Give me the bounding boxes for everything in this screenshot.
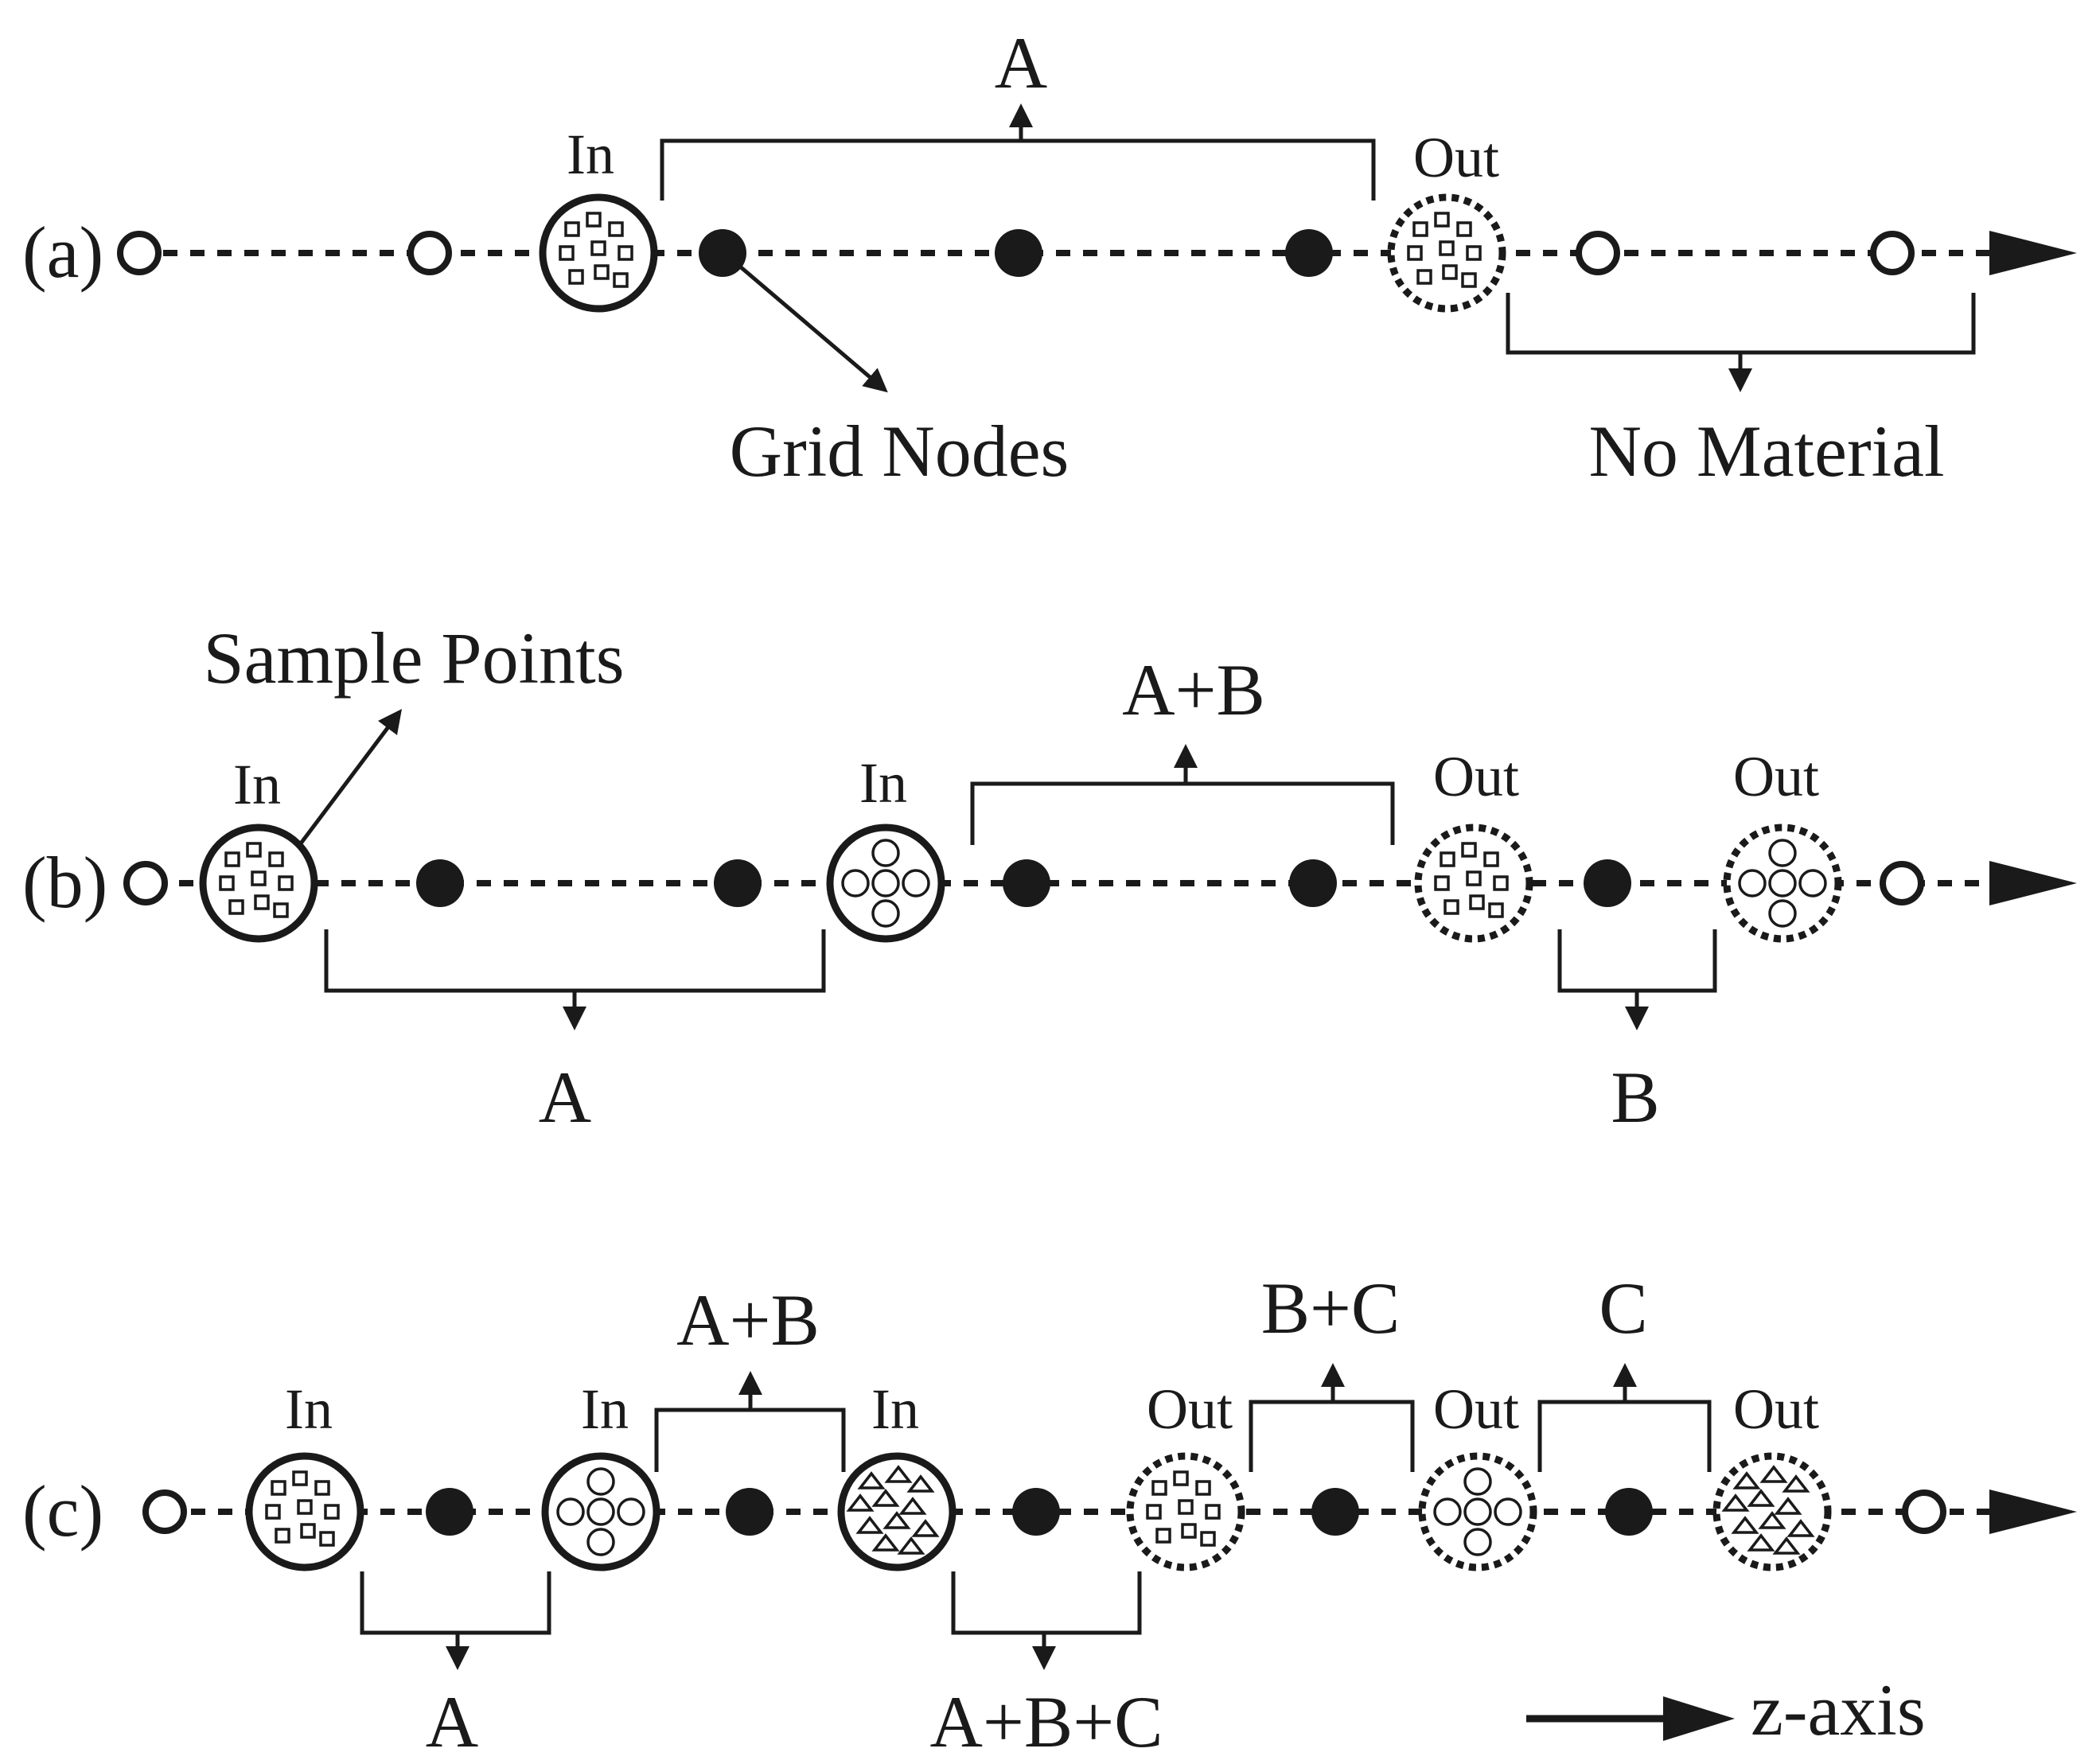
panel-c: (c) In In In Out Out Out (22, 1268, 2077, 1762)
grid-nodes-pointer (738, 265, 888, 393)
sample-point-out-triangles (1712, 1452, 1832, 1571)
in-label: In (233, 753, 281, 816)
bracket-b-plus-c (1249, 1400, 1415, 1472)
material-grid-node (1311, 1488, 1359, 1536)
bracket-c (1537, 1400, 1712, 1472)
out-label: Out (1433, 745, 1519, 808)
bracket-a-plus-b (970, 781, 1395, 845)
empty-grid-node (123, 861, 168, 905)
material-grid-node (995, 229, 1042, 277)
panel-c-tag: (c) (22, 1470, 103, 1552)
material-grid-node (426, 1488, 473, 1536)
sample-point-in-squares (199, 824, 318, 943)
bracket-label: A (539, 1057, 591, 1138)
material-grid-node (1605, 1488, 1653, 1536)
out-label: Out (1413, 126, 1499, 189)
empty-grid-node (1576, 231, 1620, 275)
panel-b-axis-arrowhead (1989, 861, 2077, 905)
material-grid-node (699, 229, 746, 277)
legend: z-axis (1526, 1669, 1926, 1750)
panel-c-axis-arrowhead (1989, 1489, 2077, 1534)
sample-points-pointer (299, 709, 403, 845)
material-grid-node (416, 859, 464, 907)
bracket-label: A+B (676, 1279, 820, 1361)
in-label: In (567, 123, 614, 186)
sample-point-in-circles (541, 1452, 660, 1571)
empty-grid-node (142, 1489, 187, 1534)
in-label: In (285, 1377, 333, 1441)
bracket-label: A (995, 22, 1047, 103)
panel-a: (a) In Out A No Material Grid Nodes (22, 22, 2077, 492)
empty-grid-node (1902, 1489, 1946, 1534)
material-grid-node (1584, 859, 1631, 907)
sample-point-in-circles (826, 824, 945, 943)
panel-a-axis-arrowhead (1989, 231, 2077, 275)
sample-points-label: Sample Points (203, 617, 624, 699)
in-label: In (859, 751, 907, 815)
out-label: Out (1733, 745, 1819, 808)
material-grid-node (726, 1488, 773, 1536)
sample-point-out-squares (1126, 1452, 1245, 1571)
material-grid-node (1003, 859, 1050, 907)
out-label: Out (1733, 1377, 1819, 1441)
sample-point-in-squares (245, 1452, 364, 1571)
bracket-label: A+B (1122, 649, 1265, 730)
bracket-a (324, 929, 826, 993)
bracket-label: A (426, 1681, 478, 1762)
bracket-a-plus-b (654, 1408, 846, 1472)
panel-b-tag: (b) (22, 842, 107, 923)
bracket-b (1557, 929, 1717, 993)
bracket-a-plus-b-plus-c (951, 1571, 1142, 1635)
bracket-label: C (1599, 1268, 1647, 1349)
out-label: Out (1147, 1377, 1233, 1441)
empty-grid-node (1870, 231, 1915, 275)
sample-point-out-circles (1418, 1452, 1537, 1571)
empty-grid-node (117, 231, 162, 275)
empty-grid-node (407, 231, 452, 275)
sample-point-out-circles (1723, 824, 1842, 943)
sample-point-in-squares (539, 193, 658, 313)
in-label: In (871, 1377, 919, 1441)
panel-b: (b) In In Out Out A+B A (22, 617, 2077, 1138)
bracket-label: B+C (1261, 1268, 1401, 1349)
sample-point-out-squares (1387, 193, 1506, 313)
sample-point-in-triangles (837, 1452, 956, 1571)
bracket-no-material (1506, 293, 1976, 355)
material-grid-node (714, 859, 762, 907)
bracket-label: A+B+C (930, 1681, 1163, 1762)
out-label: Out (1433, 1377, 1519, 1441)
empty-grid-node (1880, 861, 1924, 905)
z-axis-label: z-axis (1751, 1669, 1926, 1750)
no-material-label: No Material (1588, 411, 1944, 492)
grid-nodes-label: Grid Nodes (730, 411, 1069, 492)
material-grid-node (1012, 1488, 1060, 1536)
bracket-label: B (1611, 1057, 1659, 1138)
material-grid-node (1285, 229, 1333, 277)
bracket-a (360, 1571, 551, 1635)
in-label: In (581, 1377, 629, 1441)
material-grid-node (1289, 859, 1337, 907)
z-axis-legend-arrowhead (1663, 1696, 1735, 1741)
panel-a-tag: (a) (22, 212, 103, 293)
sample-point-out-squares (1414, 824, 1533, 943)
bracket-a-top (660, 138, 1376, 201)
